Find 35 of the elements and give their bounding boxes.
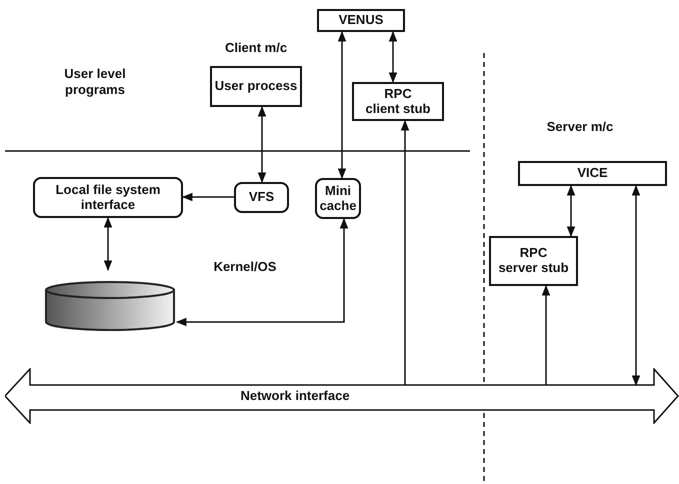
node-label: server stub: [498, 261, 569, 276]
arrow: [542, 284, 550, 385]
node-label: Local file system interface: [54, 182, 162, 212]
region-label: Client m/c: [224, 40, 288, 56]
node-label: VENUS: [338, 13, 384, 28]
arrow: [176, 218, 348, 326]
node-label: Mini cache: [318, 184, 358, 214]
arrow: [566, 184, 576, 238]
process-box: [489, 236, 578, 286]
process-box: [210, 66, 302, 107]
rounded-box: [315, 178, 361, 219]
arrow: [182, 192, 234, 202]
region-label: Kernel/OS: [212, 259, 278, 276]
node-label: client stub: [365, 102, 430, 116]
network-band-arrow: [5, 368, 679, 424]
node-label: VFS: [248, 190, 274, 205]
arrow: [338, 30, 346, 180]
process-box: [518, 161, 667, 186]
node-label: User process: [214, 79, 298, 94]
arrow: [388, 30, 398, 84]
region-label: User level programs: [63, 66, 127, 98]
region-label: Server m/c: [546, 119, 614, 136]
arrow: [400, 120, 410, 385]
process-box: [317, 9, 405, 32]
node-label: VICE: [577, 166, 608, 181]
node-label: Network interface: [239, 389, 351, 404]
rounded-box: [234, 182, 289, 213]
arrow: [632, 184, 640, 386]
node-label: RPC: [384, 86, 412, 102]
node-label: RPC: [520, 246, 548, 261]
arrow: [104, 216, 112, 272]
rounded-box: [33, 177, 183, 218]
arrow: [258, 106, 266, 184]
disk-cylinder: [44, 280, 176, 332]
process-box: [352, 82, 444, 121]
